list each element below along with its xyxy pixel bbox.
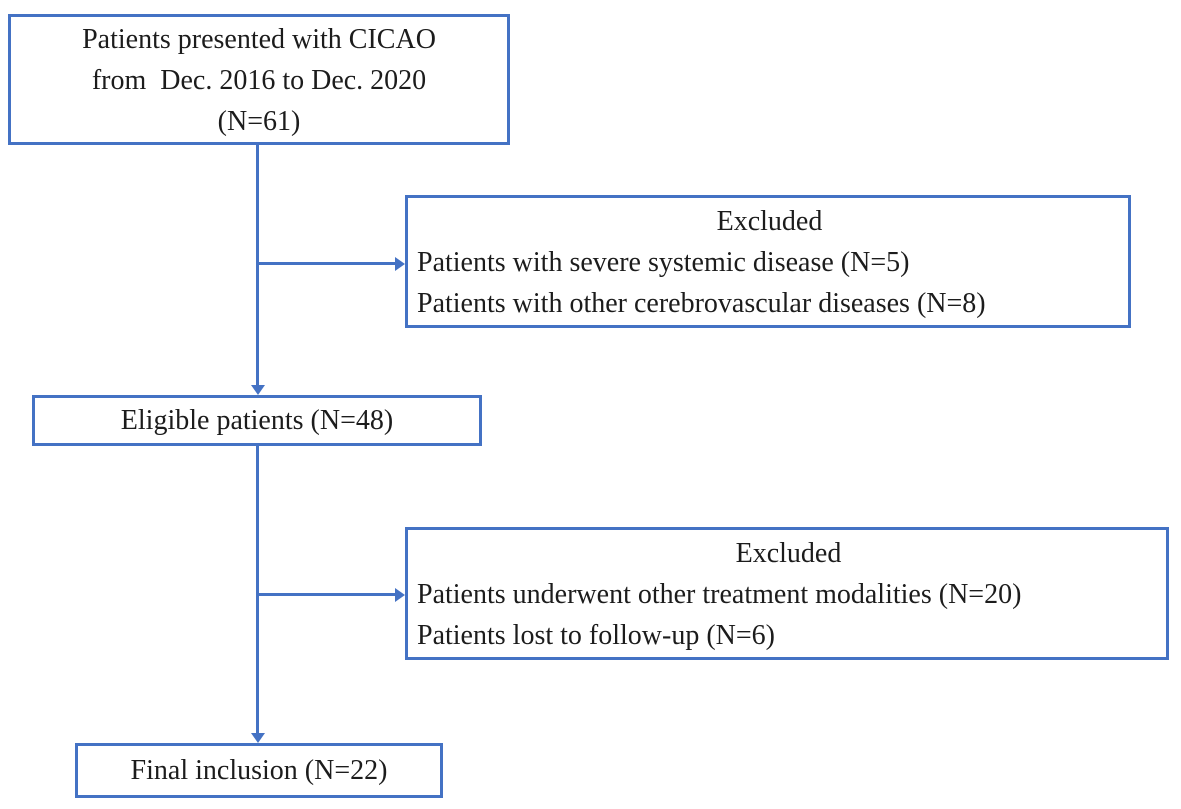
start-box-line-2: from Dec. 2016 to Dec. 2020 — [91, 65, 427, 96]
box-eligible-patients: Eligible patients (N=48) — [32, 395, 482, 446]
start-box-line-3: (N=61) — [217, 106, 301, 137]
connector-branch-to-excluded1 — [256, 262, 396, 265]
arrowhead-down-eligible-icon — [251, 385, 265, 395]
start-box-line-1: Patients presented with CICAO — [82, 24, 436, 55]
final-label: Final inclusion (N=22) — [130, 755, 388, 786]
box-excluded-first: Excluded Patients with severe systemic d… — [405, 195, 1131, 328]
arrowhead-right-excluded2-icon — [395, 588, 405, 602]
excluded2-item-2: Patients lost to follow-up (N=6) — [417, 620, 775, 651]
arrowhead-right-excluded1-icon — [395, 257, 405, 271]
box-final-inclusion: Final inclusion (N=22) — [75, 743, 443, 798]
excluded1-title: Excluded — [716, 206, 823, 237]
box-excluded-second: Excluded Patients underwent other treatm… — [405, 527, 1169, 660]
box-patients-presented: Patients presented with CICAO from Dec. … — [8, 14, 510, 145]
excluded2-title: Excluded — [735, 538, 842, 569]
arrowhead-down-final-icon — [251, 733, 265, 743]
connector-branch-to-excluded2 — [256, 593, 396, 596]
eligible-label: Eligible patients (N=48) — [120, 405, 394, 436]
excluded2-item-1: Patients underwent other treatment modal… — [417, 579, 1022, 610]
connector-eligible-to-final — [256, 446, 259, 734]
excluded1-item-2: Patients with other cerebrovascular dise… — [417, 288, 986, 319]
excluded1-item-1: Patients with severe systemic disease (N… — [417, 247, 910, 278]
connector-start-to-eligible — [256, 145, 259, 387]
